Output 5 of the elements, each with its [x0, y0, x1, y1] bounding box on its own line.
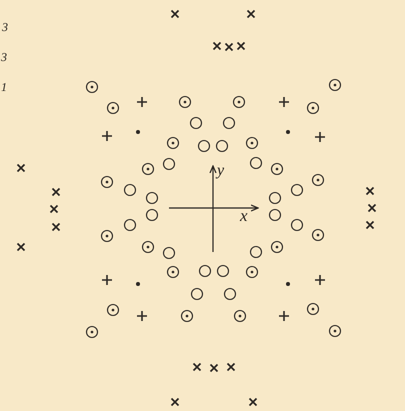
margin-number: 3 — [2, 21, 8, 33]
margin-number: 1 — [1, 81, 7, 93]
axis-label: x — [240, 207, 248, 224]
axis-label: y — [217, 163, 224, 179]
margin-number: 3 — [1, 51, 7, 63]
